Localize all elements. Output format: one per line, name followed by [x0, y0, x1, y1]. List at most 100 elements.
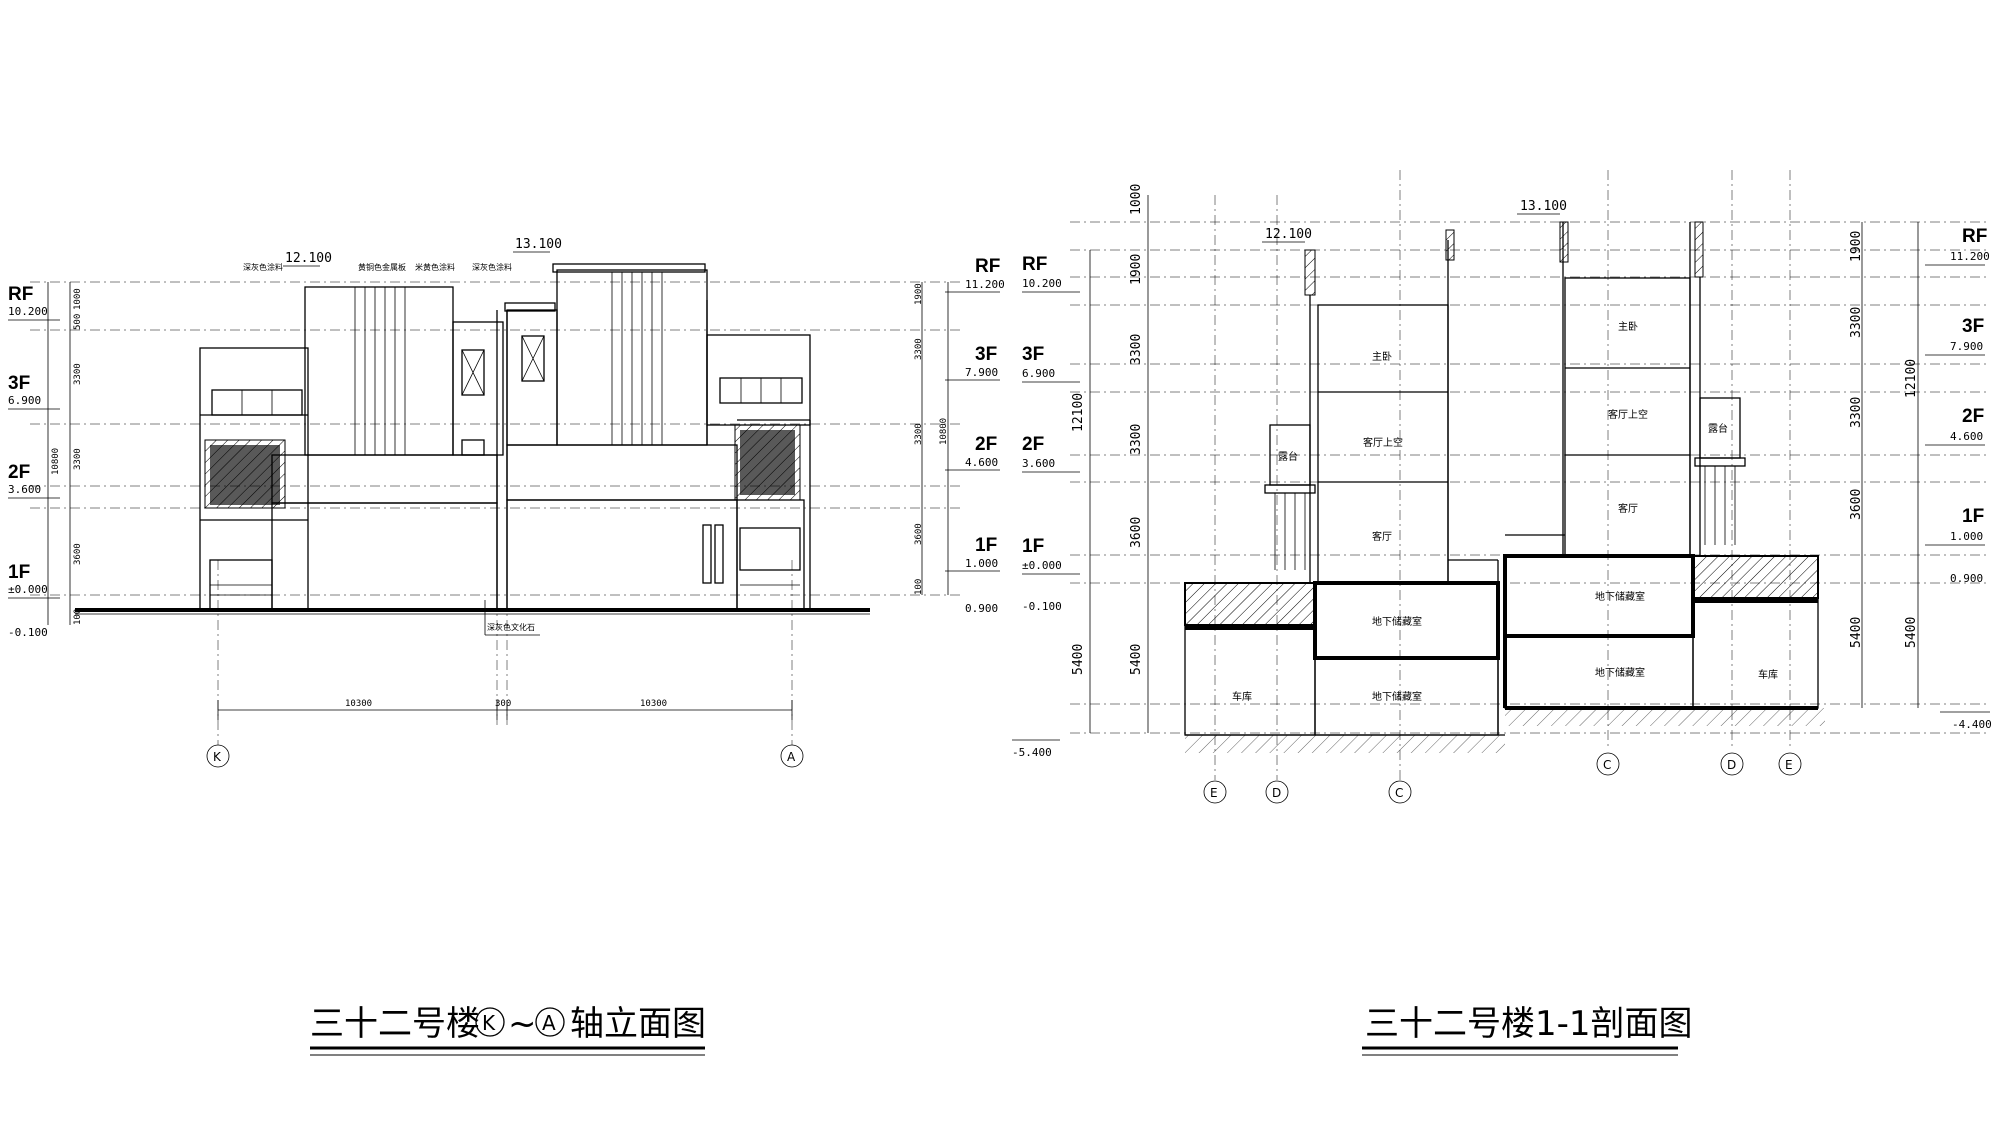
sect-level-1f-right: 1F	[1962, 506, 1984, 527]
elev-level-rf-left: RF	[8, 284, 33, 305]
elevation-title-axis-from: K	[482, 1011, 496, 1035]
elev-dim-right-3: 3600	[914, 523, 924, 545]
sect-dim-left-5: 12100	[1071, 393, 1086, 432]
room-right-void: 客厅上空	[1608, 408, 1648, 421]
elev-level-3f-right: 3F	[975, 344, 997, 365]
elev-dim-bottom-0: 10300	[345, 699, 372, 709]
sect-level-rf-left-value: 10.200	[1022, 277, 1062, 290]
sect-base-left: -5.400	[1012, 746, 1052, 759]
room-left-terrace: 露台	[1278, 450, 1298, 463]
room-left-bedroom: 主卧	[1372, 350, 1392, 363]
elev-dim-right-5: 100	[914, 579, 924, 595]
elev-level-1f-right-value: 1.000	[965, 557, 998, 570]
elevation-title-prefix: 三十二号楼	[310, 1004, 480, 1044]
sect-level-rf-right: RF	[1962, 226, 1987, 247]
room-left-storage-2: 地下储藏室	[1372, 690, 1422, 703]
elev-level-2f-left-value: 3.600	[8, 483, 41, 496]
sect-level-3f-left-value: 6.900	[1022, 367, 1055, 380]
elev-level-3f-left: 3F	[8, 373, 30, 394]
elev-level-2f-right-value: 4.600	[965, 456, 998, 469]
elev-dim-left-0: 1000	[73, 288, 83, 310]
room-right-bedroom: 主卧	[1618, 320, 1638, 333]
sect-level-rf-right-value: 11.200	[1950, 250, 1990, 263]
sect-dim-right-2: 3300	[1849, 397, 1864, 428]
room-left-living: 客厅	[1372, 530, 1392, 543]
section-title-text: 三十二号楼1-1剖面图	[1365, 1004, 1693, 1044]
elevation-title-suffix: 轴立面图	[570, 1004, 706, 1044]
sect-dim-left-7: 5400	[1129, 644, 1144, 675]
room-right-living: 客厅	[1618, 502, 1638, 515]
sect-dim-left-2: 3300	[1129, 334, 1144, 365]
elev-level-1f-left-value: ±0.000	[8, 583, 48, 596]
sect-level-2f-left: 2F	[1022, 434, 1044, 455]
sect-level-1f-left-value: ±0.000	[1022, 559, 1062, 572]
room-left-void: 客厅上空	[1363, 436, 1403, 449]
sect-dim-right-4: 12100	[1904, 359, 1919, 398]
elev-dim-left-4: 3600	[73, 543, 83, 565]
room-right-storage-1: 地下储藏室	[1595, 590, 1645, 603]
sect-level-2f-left-value: 3.600	[1022, 457, 1055, 470]
sect-level-3f-right-value: 7.900	[1950, 340, 1983, 353]
elev-level-2f-right: 2F	[975, 434, 997, 455]
elev-dim-right-0: 1900	[914, 283, 924, 305]
sect-dim-left-3: 3300	[1129, 424, 1144, 455]
sect-axis-left-c: C	[1395, 786, 1403, 800]
elev-top-left: 12.100	[285, 251, 332, 266]
sect-axis-left-d: D	[1272, 786, 1281, 800]
sect-axis-left-e: E	[1210, 786, 1218, 800]
elev-level-rf-left-value: 10.200	[8, 305, 48, 318]
elev-top-right: 13.100	[515, 237, 562, 252]
sect-level-1f-right-value: 1.000	[1950, 530, 1983, 543]
elev-level-3f-left-value: 6.900	[8, 394, 41, 407]
room-right-garage: 车库	[1758, 668, 1778, 681]
elev-level-3f-right-value: 7.900	[965, 366, 998, 379]
sect-dim-right-6: 5400	[1904, 617, 1919, 648]
section-drawing: 12.100 13.100 主卧 客厅上空 客厅 露台 地下储藏室 地下储藏室 …	[1012, 170, 1992, 804]
sect-level-rf-left: RF	[1022, 254, 1047, 275]
sect-dim-right-1: 3300	[1849, 307, 1864, 338]
elevation-title-axis-to: A	[542, 1011, 556, 1035]
elev-dim-bottom-2: 10300	[640, 699, 667, 709]
sect-axis-right-e: E	[1785, 758, 1793, 772]
sect-dim-left-0: 1000	[1129, 184, 1144, 215]
elev-dim-right-2: 3300	[914, 423, 924, 445]
elevation-title-sep: ~	[508, 1004, 537, 1044]
elev-dim-left-3: 3300	[73, 448, 83, 470]
sect-level-3f-left: 3F	[1022, 344, 1044, 365]
room-right-storage-2: 地下储藏室	[1595, 666, 1645, 679]
sect-ground-left: -0.100	[1022, 600, 1062, 613]
sect-dim-left-4: 3600	[1129, 517, 1144, 548]
sect-dim-right-3: 3600	[1849, 489, 1864, 520]
elev-axis-a: A	[787, 750, 796, 764]
sect-ground-right: 0.900	[1950, 572, 1983, 585]
room-left-storage-1: 地下储藏室	[1372, 615, 1422, 628]
elev-dim-right-4: 10800	[939, 418, 949, 445]
elev-level-1f-left: 1F	[8, 562, 30, 583]
note-4: 深灰色涂料	[472, 262, 512, 272]
elevation-title: 三十二号楼 K ~ A 轴立面图	[310, 1004, 706, 1056]
elev-level-2f-left: 2F	[8, 462, 30, 483]
elev-dim-left-6: 100	[73, 609, 83, 625]
elev-level-rf-right: RF	[975, 256, 1000, 277]
elev-level-1f-right: 1F	[975, 535, 997, 556]
elev-dim-left-5: 10800	[51, 448, 61, 475]
room-right-terrace: 露台	[1708, 422, 1728, 435]
elev-ground-right: 0.900	[965, 602, 998, 615]
elev-dim-left-1: 500	[73, 314, 83, 330]
elev-dim-left-2: 3300	[73, 363, 83, 385]
sect-base-right: -4.400	[1952, 718, 1992, 731]
sect-level-2f-right-value: 4.600	[1950, 430, 1983, 443]
elev-dim-bottom-1: 300	[495, 699, 511, 709]
elevation-drawing: 12.100 13.100 深灰色涂料 黄铜色金属板 米黄色涂料 深灰色涂料 深…	[8, 237, 1005, 768]
sect-dim-right-0: 1900	[1849, 231, 1864, 262]
note-2: 黄铜色金属板	[358, 262, 406, 272]
sect-level-2f-right: 2F	[1962, 406, 1984, 427]
note-3: 米黄色涂料	[415, 262, 455, 272]
sect-dim-left-1: 1900	[1129, 254, 1144, 285]
note-5: 深灰色文化石	[487, 622, 535, 632]
elev-dim-right-1: 3300	[914, 338, 924, 360]
sect-level-1f-left: 1F	[1022, 536, 1044, 557]
elev-axis-k: K	[213, 750, 222, 764]
sect-axis-right-c: C	[1603, 758, 1611, 772]
